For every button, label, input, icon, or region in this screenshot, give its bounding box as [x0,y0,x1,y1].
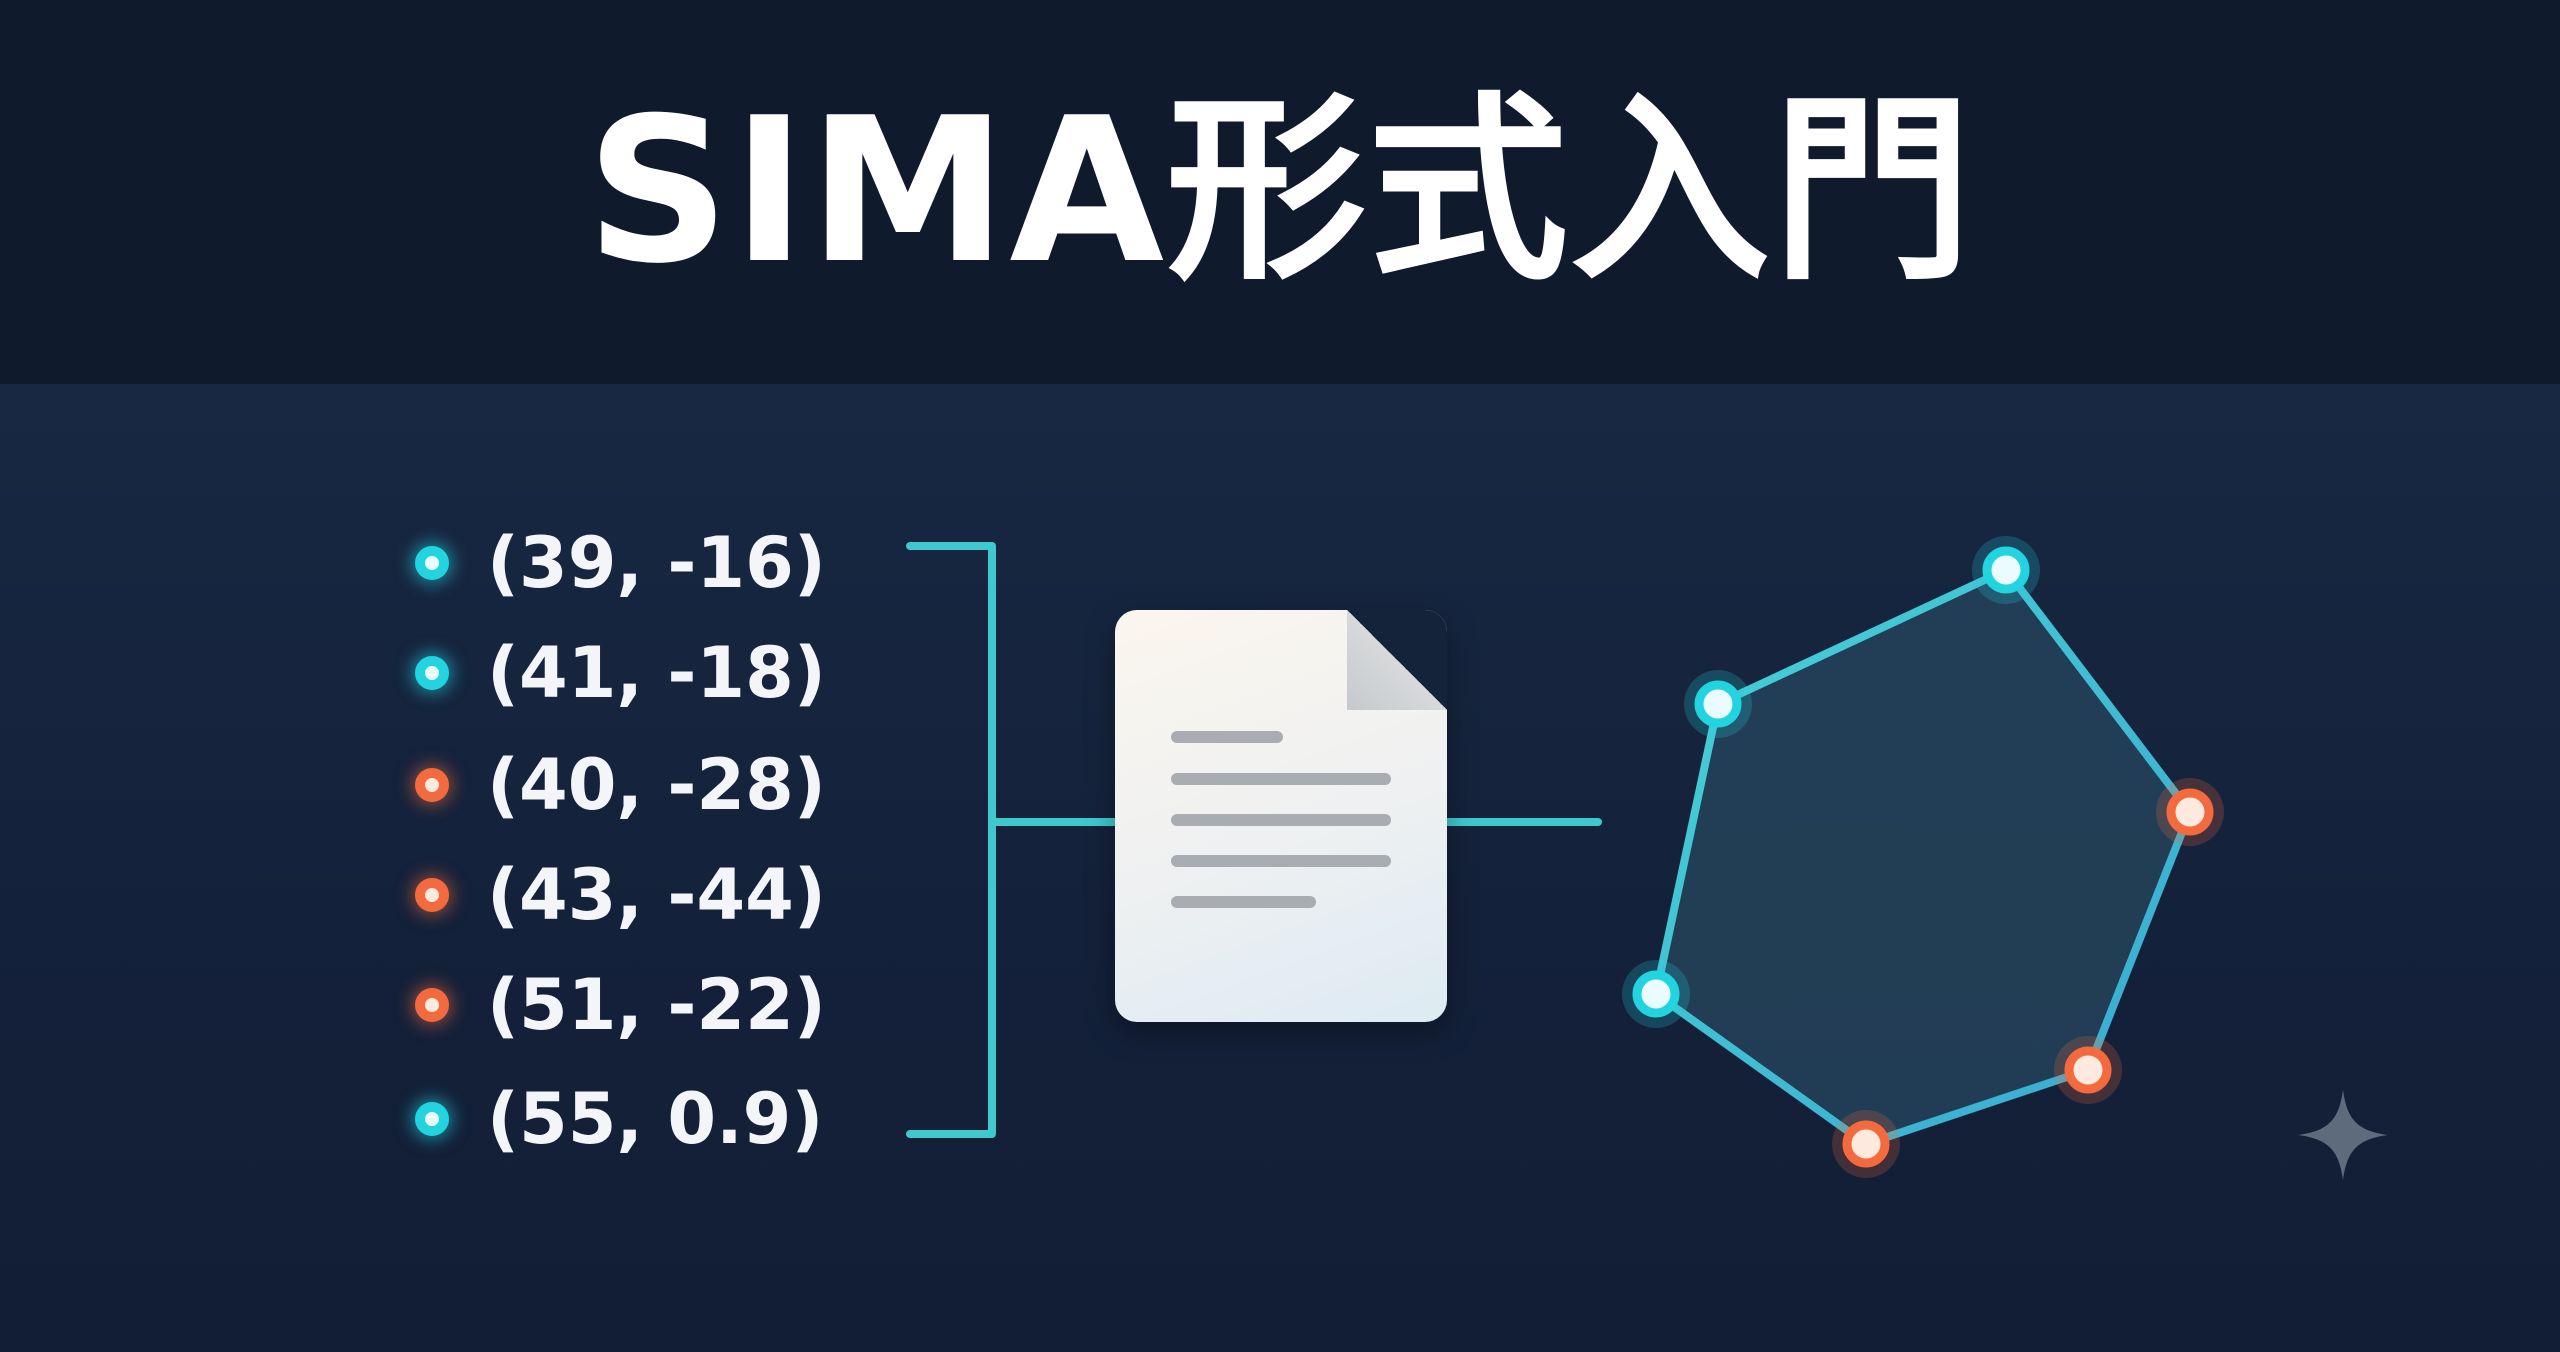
sparkle-icon [2298,1090,2388,1180]
vertex-marker-icon [1694,680,1742,728]
point-marker-icon [415,656,449,690]
document-text-line [1171,773,1391,785]
point-marker-icon [415,1102,449,1136]
coordinate-item: (51, -22) [415,960,826,1050]
point-marker-icon [415,878,449,912]
document-text-line [1171,814,1391,826]
point-marker-icon [415,988,449,1022]
coordinate-label: (55, 0.9) [487,1078,824,1160]
document-folded-corner [1347,610,1447,710]
vertex-marker-icon [2064,1046,2112,1094]
coordinate-item: (55, 0.9) [415,1074,823,1164]
point-marker-icon [415,768,449,802]
point-marker-icon [415,546,449,580]
coordinate-label: (43, -44) [487,854,826,936]
bracket-line [906,542,996,1138]
header-bar [0,0,2560,384]
vertex-marker-icon [1632,970,1680,1018]
coordinate-item: (41, -18) [415,628,826,718]
vertex-marker-icon [2166,788,2214,836]
coordinate-item: (43, -44) [415,850,826,940]
page-title: SIMA形式入門 [585,75,1975,308]
coordinate-label: (40, -28) [487,744,826,826]
vertex-marker-icon [1982,546,2030,594]
document-text-line [1171,731,1283,743]
coordinate-label: (39, -16) [487,522,826,604]
coordinate-label: (51, -22) [487,964,826,1046]
coordinate-item: (40, -28) [415,740,826,830]
coordinate-label: (41, -18) [487,632,826,714]
polygon-vertices [1622,536,2224,1178]
coordinate-item: (39, -16) [415,518,826,608]
vertex-marker-icon [1842,1120,1890,1168]
document-text-line [1171,896,1316,908]
document-text-line [1171,855,1391,867]
document-icon [1115,610,1447,1022]
